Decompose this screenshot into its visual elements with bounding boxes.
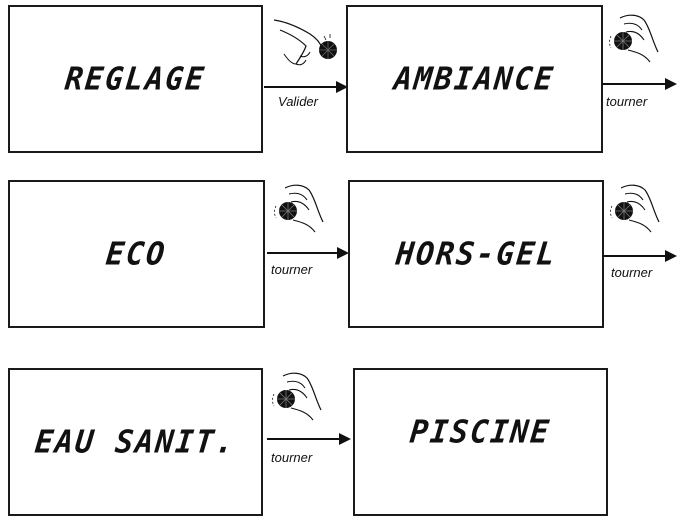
transition-valider: Valider — [264, 14, 348, 124]
screen-text: AMBIANCE — [392, 61, 556, 98]
transition-tourner-3: tourner — [603, 180, 679, 290]
turn-knob-hand-icon — [271, 180, 331, 240]
turn-knob-hand-icon — [606, 10, 666, 70]
arrow-line — [602, 83, 665, 85]
arrow-head — [665, 250, 677, 262]
screen-text: EAU SANIT. — [33, 424, 237, 461]
transition-label: tourner — [271, 450, 312, 465]
screen-reglage: REGLAGE — [8, 5, 263, 153]
transition-label: tourner — [611, 265, 652, 280]
screen-text: ECO — [104, 236, 168, 273]
arrow-line — [267, 252, 337, 254]
turn-knob-hand-icon — [269, 368, 329, 428]
screen-hors-gel: HORS-GEL — [348, 180, 604, 328]
transition-tourner-2: tourner — [265, 180, 349, 290]
transition-label: tourner — [271, 262, 312, 277]
press-knob-hand-icon — [270, 14, 340, 74]
transition-tourner-1: tourner — [602, 10, 679, 120]
transition-label: Valider — [278, 94, 318, 109]
turn-knob-hand-icon — [607, 180, 667, 240]
screen-eco: ECO — [8, 180, 265, 328]
arrow-head — [665, 78, 677, 90]
screen-text: HORS-GEL — [394, 236, 558, 273]
arrow-head — [339, 433, 351, 445]
screen-text: PISCINE — [408, 414, 552, 451]
arrow-line — [267, 438, 339, 440]
arrow-line — [264, 86, 336, 88]
screen-eau-sanit: EAU SANIT. — [8, 368, 263, 516]
screen-ambiance: AMBIANCE — [346, 5, 603, 153]
screen-piscine: PISCINE — [353, 368, 608, 516]
transition-label: tourner — [606, 94, 647, 109]
arrow-line — [603, 255, 665, 257]
screen-text: REGLAGE — [63, 61, 207, 98]
transition-tourner-4: tourner — [265, 368, 353, 478]
